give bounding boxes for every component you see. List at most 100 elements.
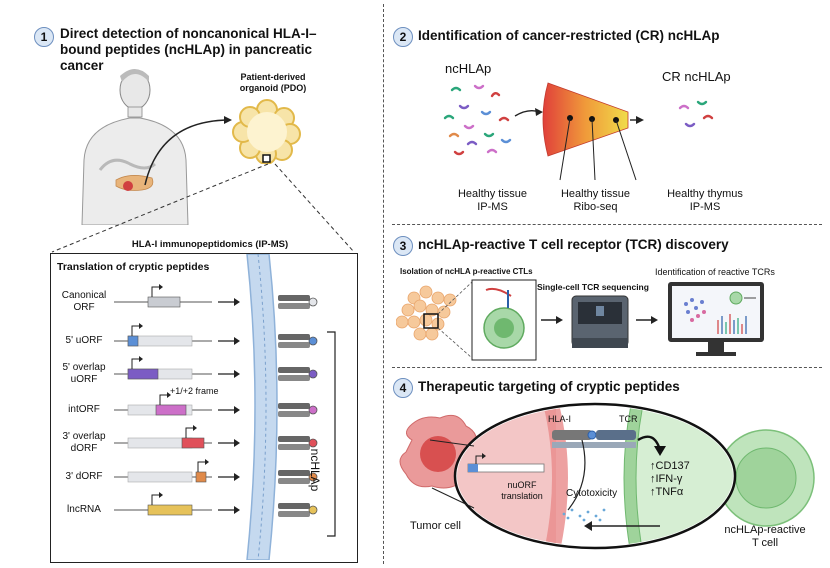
tss-arrowhead (193, 425, 197, 431)
cr-nchlap-label: CR ncHLAp (662, 69, 731, 84)
panel3-title: ncHLAp-reactive T cell receptor (TCR) di… (418, 237, 729, 252)
pdo-arrow (144, 116, 232, 186)
filter-3-line: IP-MS (689, 201, 721, 213)
tss-arrowhead (205, 459, 209, 465)
orf-box (147, 296, 181, 308)
orf-label-line: 3' dORF (65, 471, 103, 482)
hla-label: HLA-I (548, 414, 572, 424)
cr-peptides (678, 100, 714, 128)
effect-line: ↑TNFα (650, 486, 684, 498)
hla-complex (278, 295, 318, 309)
orf-box (127, 335, 139, 347)
cytokine-effects: ↑CD137 ↑IFN-γ ↑TNFα (650, 460, 690, 499)
pdo-label-line: organoid (PDO) (239, 83, 307, 93)
nchlap-input-label: ncHLAp (445, 61, 492, 76)
orf-diagrams (114, 284, 318, 517)
tcell-label: ncHLAp-reactive T cell (710, 524, 820, 550)
translation-arrowhead (234, 406, 240, 414)
hla-complex (278, 436, 318, 450)
filter-2-line: Healthy tissue (560, 188, 631, 200)
filter-3-line: Healthy thymus (667, 188, 743, 200)
filter-1-line: Healthy tissue (457, 188, 528, 200)
filter-2-label: Healthy tissue Ribo-seq (548, 188, 643, 214)
organoid-icon (232, 99, 301, 164)
effect-line: ↑CD137 (650, 460, 690, 472)
step3-label: Identification of reactive TCRs (655, 267, 775, 277)
orf-box (147, 504, 193, 516)
orf-label-line: uORF (70, 374, 98, 385)
filter-3-label: Healthy thymus IP-MS (655, 188, 755, 214)
hla-complex (278, 367, 318, 381)
tumor-cell-label: Tumor cell (410, 520, 461, 532)
tss-arrowhead (159, 284, 163, 290)
orf-box (181, 437, 205, 449)
translation-arrowhead (234, 473, 240, 481)
pdo-label-line: Patient-derived (240, 72, 306, 82)
ipms-label: HLA-I immunopeptidomics (IP-MS) (131, 239, 289, 250)
tss-arrowhead (167, 392, 171, 398)
divider-2-3 (392, 224, 822, 225)
orf-label-line: intORF (68, 404, 100, 415)
tss-arrow (185, 427, 194, 438)
panel4-title: Therapeutic targeting of cryptic peptide… (418, 379, 680, 394)
orf-label-line: 5' overlap (62, 362, 106, 373)
tcell-label-line: T cell (751, 537, 779, 549)
filter-1-line: IP-MS (477, 201, 508, 213)
orf-label-line: dORF (70, 443, 98, 454)
panel1-title: Direct detection of noncanonical HLA-I– … (60, 26, 380, 74)
tss-arrow (131, 325, 140, 336)
orf-label: 3' dORF (52, 471, 116, 483)
divider-3-4 (392, 367, 822, 368)
filter-2-line: Ribo-seq (573, 201, 618, 213)
tss-arrowhead (159, 492, 163, 498)
tss-arrow (131, 358, 140, 369)
tcr-discovery-flow (396, 279, 764, 361)
step-number-1: 1 (34, 27, 54, 47)
orf-label-line: 3' overlap (62, 431, 106, 442)
vertical-divider (383, 4, 384, 564)
panel1-title-line: Direct detection of noncanonical HLA-I– (60, 26, 317, 41)
orf-box (155, 404, 187, 416)
pdo-label: Patient-derived organoid (PDO) (218, 72, 328, 94)
cytotoxicity-label: Cytotoxicity (566, 488, 618, 499)
step-number-2: 2 (393, 27, 413, 47)
hla-complex (278, 334, 318, 348)
tss-arrow (197, 461, 206, 472)
nchlap-bracket-label: ncHLAp (308, 448, 322, 492)
panel1-title-line: bound peptides (ncHLAp) in pancreatic (60, 42, 313, 57)
step-number-4: 4 (393, 378, 413, 398)
tss-arrowhead (139, 323, 143, 329)
filter-1-label: Healthy tissue IP-MS (445, 188, 540, 214)
panel2-title: Identification of cancer-restricted (CR)… (418, 28, 720, 43)
funnel-diagram (443, 82, 644, 181)
step2-label: Single-cell TCR sequencing (537, 282, 649, 292)
orf-label: intORF (52, 404, 116, 416)
effect-line: ↑IFN-γ (650, 473, 683, 485)
cell-membrane (246, 254, 278, 560)
box-title: Translation of cryptic peptides (57, 261, 210, 273)
translation-arrowhead (234, 337, 240, 345)
frame-label: +1/+2 frame (170, 386, 219, 396)
step-number-3: 3 (393, 236, 413, 256)
tss-arrow (151, 494, 160, 505)
tss-arrow (151, 286, 160, 297)
hla-complex (278, 403, 318, 417)
step1-label: Isolation of ncHLA p-reactive CTLs (400, 267, 533, 276)
translation-arrowhead (234, 439, 240, 447)
orf-label: 5' uORF (52, 335, 116, 347)
translation-arrowhead (234, 298, 240, 306)
patient-figure (81, 69, 189, 225)
panel1-title-line: cancer (60, 58, 104, 73)
translation-arrowhead (234, 370, 240, 378)
translation-line: translation (501, 491, 543, 501)
orf-label-line: ORF (73, 302, 95, 313)
tcr-label: TCR (619, 414, 638, 424)
orf-label: lncRNA (52, 504, 116, 516)
tcell-label-line: ncHLAp-reactive (724, 524, 806, 536)
tss-arrow (159, 394, 168, 405)
zoom-lines (51, 163, 355, 253)
tss-arrowhead (139, 356, 143, 362)
